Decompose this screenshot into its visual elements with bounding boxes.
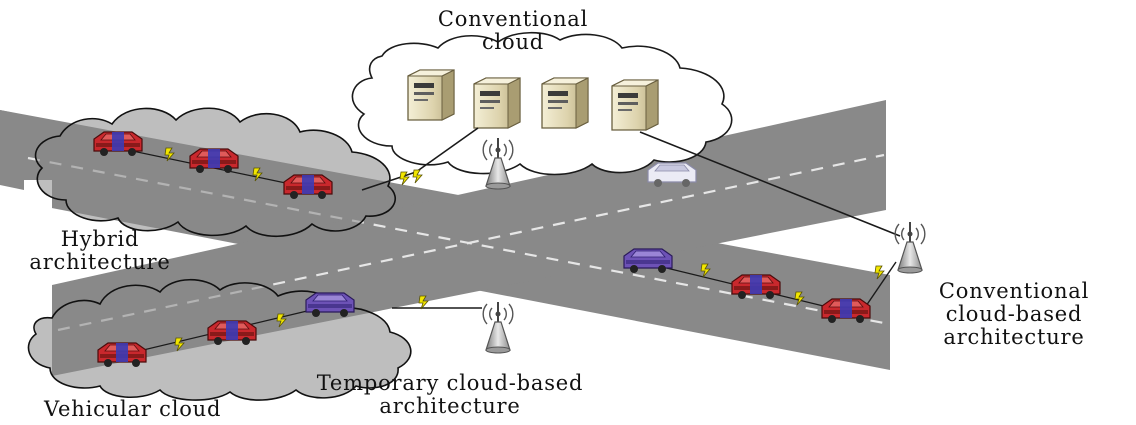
label-line: Conventional — [437, 7, 589, 31]
label-line: cloud-based — [945, 302, 1083, 326]
server-icon — [407, 69, 455, 121]
server-icon — [473, 77, 521, 129]
label-line: cloud — [481, 30, 545, 54]
network-links — [117, 127, 901, 357]
vehicular-cloud-label: Vehicular cloud — [44, 398, 221, 421]
label-line: Temporary cloud-based — [316, 371, 584, 395]
temporary-cloud-based-architecture-label: Temporary cloud-based architecture — [250, 372, 650, 418]
label-line: Hybrid — [60, 227, 140, 251]
conventional-cloud-based-architecture-label: Conventional cloud-based architecture — [898, 280, 1130, 349]
hybrid-cloud-shape — [34, 107, 396, 237]
antenna-tower-icon — [894, 221, 926, 274]
lightning-link-icon — [412, 169, 423, 184]
label-line: Vehicular cloud — [44, 397, 222, 421]
server-icon — [541, 77, 589, 129]
hybrid-architecture-label: Hybrid architecture — [0, 228, 200, 274]
conventional-cloud-label: Conventional cloud — [418, 8, 608, 54]
server-icon — [611, 79, 659, 131]
antenna-tower-icon — [482, 301, 514, 354]
label-line: Conventional — [938, 279, 1090, 303]
label-line: architecture — [379, 394, 521, 418]
label-line: architecture — [29, 250, 171, 274]
label-line: architecture — [943, 325, 1085, 349]
